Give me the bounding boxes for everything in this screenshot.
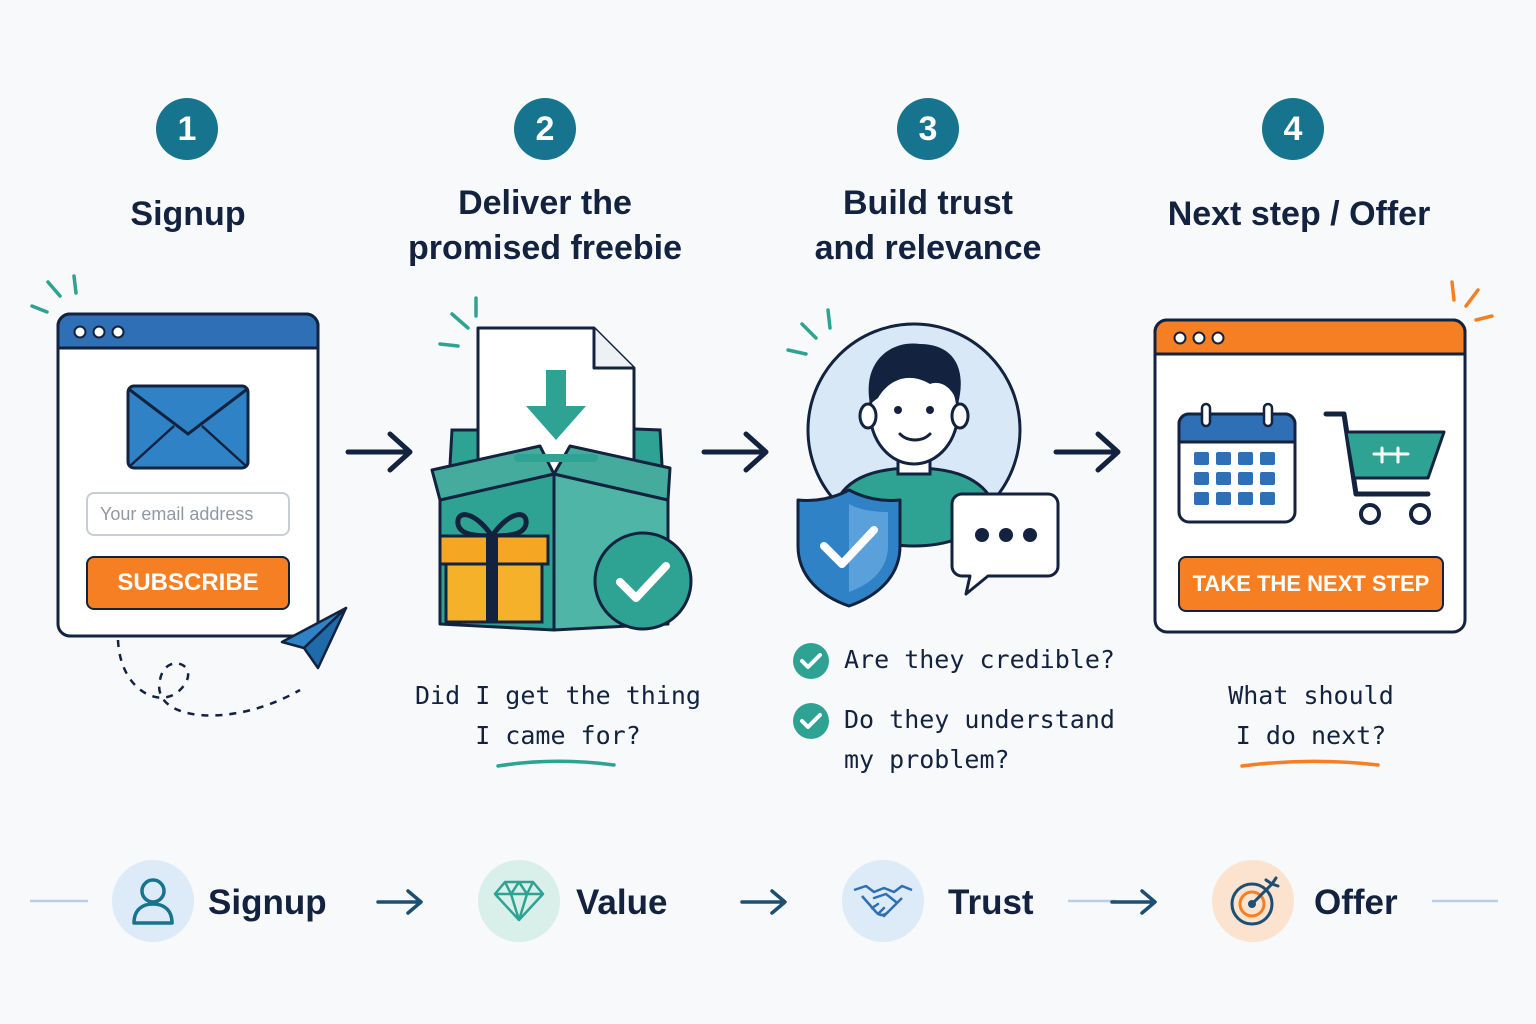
summary-arrow-2 [740, 889, 787, 915]
flow-arrow-3 [1053, 431, 1121, 473]
summary-line-right [1432, 899, 1498, 903]
check-icon [793, 703, 829, 739]
chat-bubble-icon [950, 492, 1060, 596]
offer-question-line1: What should [1228, 681, 1394, 710]
summary-value-label: Value [576, 883, 668, 922]
trust-question-1: Are they credible? [844, 645, 1115, 674]
summary-signup-label: Signup [208, 883, 327, 922]
freebie-underline [496, 759, 616, 768]
step-2-title-line2: promised freebie [408, 229, 682, 267]
offer-window [1153, 280, 1494, 634]
offer-question: What should I do next? [1170, 676, 1452, 756]
user-icon [132, 878, 174, 925]
step-4-badge: 4 [1262, 98, 1324, 160]
summary-arrow-1 [376, 889, 423, 915]
step-3-title-line2: and relevance [814, 229, 1042, 267]
download-icon [514, 370, 598, 462]
summary-trust-label: Trust [948, 883, 1034, 922]
freebie-question: Did I get the thing I came for? [400, 676, 716, 756]
envelope-icon [126, 384, 250, 470]
check-icon [593, 531, 693, 631]
trust-question-2-line2: my problem? [844, 745, 1010, 774]
gift-icon [438, 512, 550, 624]
summary-line-mid [1068, 899, 1116, 903]
step-3-title: Build trust and relevance [778, 181, 1078, 271]
diamond-icon [493, 880, 545, 922]
offer-question-line2: I do next? [1235, 721, 1387, 750]
summary-arrow-3 [1110, 889, 1157, 915]
target-icon [1230, 876, 1280, 926]
trust-question-2: Do they understand my problem? [844, 700, 1144, 780]
summary-line-left [30, 899, 88, 903]
step-1-badge: 1 [156, 98, 218, 160]
handshake-icon [853, 884, 913, 918]
step-4-title: Next step / Offer [1167, 195, 1431, 233]
paper-plane-icon [280, 606, 348, 670]
summary-offer-circle [1212, 860, 1294, 942]
step-2-badge: 2 [514, 98, 576, 160]
step-3-title-line1: Build trust [843, 184, 1013, 222]
calendar-icon [1177, 402, 1297, 524]
take-next-step-button[interactable]: TAKE THE NEXT STEP [1178, 556, 1444, 612]
summary-signup-circle [112, 860, 194, 942]
email-field[interactable]: Your email address [86, 492, 290, 536]
flow-arrow-2 [701, 431, 769, 473]
step-3-badge: 3 [897, 98, 959, 160]
cart-icon [1323, 411, 1446, 525]
shield-icon [796, 488, 902, 608]
subscribe-button[interactable]: SUBSCRIBE [86, 556, 290, 610]
summary-trust-circle [842, 860, 924, 942]
offer-underline [1240, 759, 1380, 768]
freebie-question-line2: I came for? [475, 721, 641, 750]
flow-arrow-1 [345, 431, 413, 473]
summary-value-circle [478, 860, 560, 942]
summary-offer-label: Offer [1314, 883, 1398, 922]
trust-question-2-line1: Do they understand [844, 705, 1115, 734]
step-2-title-line1: Deliver the [458, 184, 632, 222]
step-2-title: Deliver the promised freebie [385, 181, 705, 271]
freebie-question-line1: Did I get the thing [415, 681, 701, 710]
step-1-title: Signup [130, 195, 246, 233]
check-icon [793, 643, 829, 679]
